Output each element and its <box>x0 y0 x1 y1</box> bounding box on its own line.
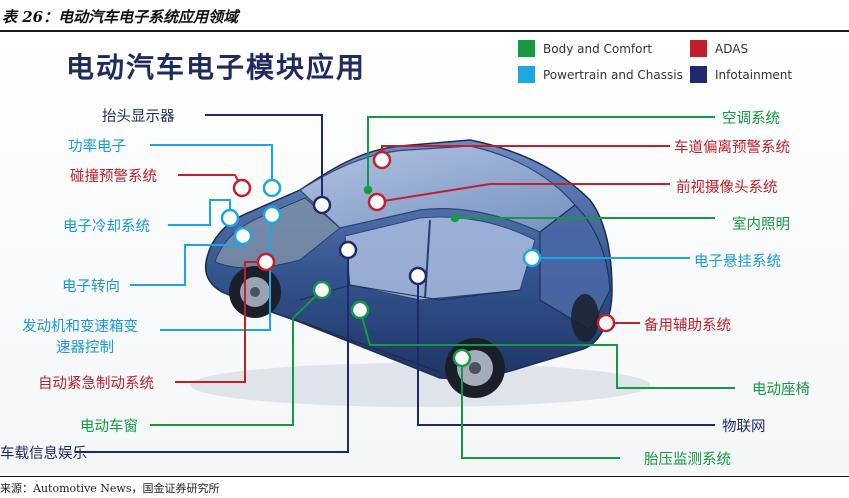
node-hud <box>312 195 332 215</box>
label-e-seat: 电动座椅 <box>752 382 810 398</box>
legend-swatch <box>518 66 535 83</box>
label-e-suspension: 电子悬挂系统 <box>694 254 781 270</box>
legend: Body and Comfort ADAS Powertrain and Cha… <box>518 40 838 92</box>
node-infotainment <box>338 240 358 260</box>
legend-item-powertrain: Powertrain and Chassis <box>518 66 683 83</box>
label-infotainment: 车载信息娱乐 <box>0 446 87 462</box>
label-e-steering: 电子转向 <box>62 279 120 295</box>
label-hud: 抬头显示器 <box>102 109 175 125</box>
body-lines <box>150 116 735 459</box>
label-e-window: 电动车窗 <box>80 419 138 435</box>
engine-bay <box>214 197 341 269</box>
node-hvac <box>363 185 373 195</box>
node-seat <box>350 300 370 320</box>
legend-item-adas: ADAS <box>690 40 748 57</box>
node-suspension <box>522 248 542 268</box>
label-hvac: 空调系统 <box>722 111 780 127</box>
node-cooling-2 <box>262 205 282 225</box>
table-title: 表 26：电动汽车电子系统应用领域 <box>2 8 239 26</box>
front-wheel <box>229 266 281 318</box>
bottom-rule <box>0 476 849 477</box>
node-collision <box>232 178 252 198</box>
label-front-camera: 前视摄像头系统 <box>676 180 778 196</box>
node-aeb <box>256 252 276 272</box>
node-cooling-1 <box>220 208 240 228</box>
legend-item-body: Body and Comfort <box>518 40 652 57</box>
car-shadow <box>190 363 650 407</box>
label-power-electronics: 功率电子 <box>68 139 126 155</box>
label-e-cooling: 电子冷却系统 <box>63 219 150 235</box>
node-window <box>312 280 332 300</box>
legend-swatch <box>690 40 707 57</box>
node-steering <box>233 226 253 246</box>
node-iot <box>408 266 428 286</box>
node-backup <box>596 313 616 333</box>
node-tpms <box>452 348 472 368</box>
top-rule <box>0 30 849 32</box>
label-aeb: 自动紧急制动系统 <box>38 376 154 392</box>
node-light <box>450 213 460 223</box>
node-lane <box>372 150 392 170</box>
label-iot: 物联网 <box>722 419 766 435</box>
legend-item-infotainment: Infotainment <box>690 66 792 83</box>
label-engine-transmission-1: 发动机和变速箱变 <box>22 319 138 335</box>
far-rear-wheel <box>571 294 599 342</box>
label-lane-departure: 车道偏离预警系统 <box>674 140 790 156</box>
infotainment-lines <box>75 114 715 453</box>
diagram-title: 电动汽车电子模块应用 <box>66 51 367 84</box>
legend-swatch <box>690 66 707 83</box>
label-engine-transmission-2: 速器控制 <box>56 340 114 356</box>
label-collision-warning: 碰撞预警系统 <box>70 169 157 185</box>
node-markers <box>220 150 616 368</box>
legend-swatch <box>518 40 535 57</box>
label-tpms: 胎压监测系统 <box>644 452 731 468</box>
label-interior-light: 室内照明 <box>732 217 790 233</box>
node-camera <box>367 192 387 212</box>
rear-wheel <box>445 338 505 398</box>
source-note: 来源：Automotive News，国金证券研究所 <box>0 482 220 495</box>
label-backup-aux: 备用辅助系统 <box>644 318 731 334</box>
car-side-window <box>344 216 536 301</box>
node-power-electronics <box>262 178 282 198</box>
